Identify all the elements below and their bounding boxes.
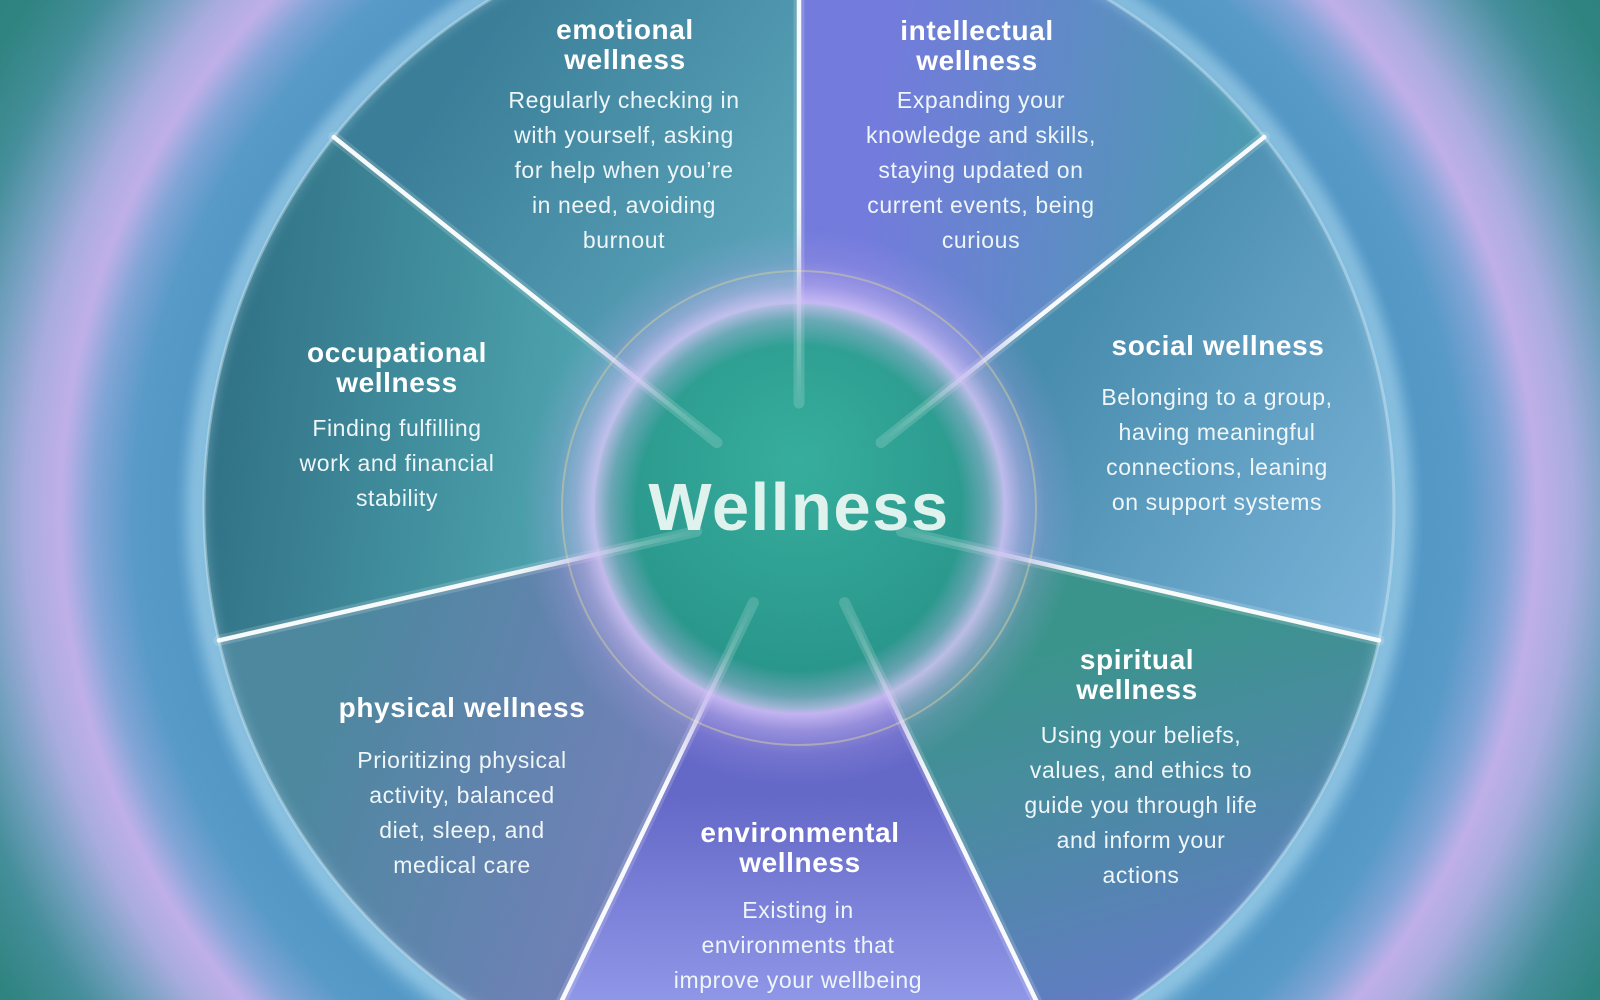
segment-environmental-description: Existing in environments that improve yo… bbox=[673, 897, 923, 993]
segment-spiritual-title: spiritual wellness bbox=[1076, 644, 1198, 705]
segment-physical-description: Prioritizing physical activity, balanced… bbox=[357, 747, 567, 878]
segment-occupational-title: occupational wellness bbox=[307, 337, 487, 398]
segment-social-title: social wellness bbox=[1111, 330, 1325, 361]
segment-physical-title: physical wellness bbox=[338, 692, 586, 723]
wellness-center-label: Wellness bbox=[648, 469, 950, 545]
segment-emotional-description: Regularly checking in with yourself, ask… bbox=[508, 87, 740, 253]
segment-environmental-title: environmental wellness bbox=[700, 817, 900, 878]
segment-social-description: Belonging to a group, having meaningful … bbox=[1101, 384, 1333, 515]
segment-intellectual-description: Expanding your knowledge and skills, sta… bbox=[866, 87, 1096, 253]
segment-emotional-title: emotional wellness bbox=[556, 14, 694, 75]
segment-intellectual-title: intellectual wellness bbox=[900, 15, 1054, 76]
segment-spiritual-description: Using your beliefs, values, and ethics t… bbox=[1024, 722, 1258, 888]
segment-occupational-description: Finding fulfilling work and financial st… bbox=[299, 415, 495, 511]
